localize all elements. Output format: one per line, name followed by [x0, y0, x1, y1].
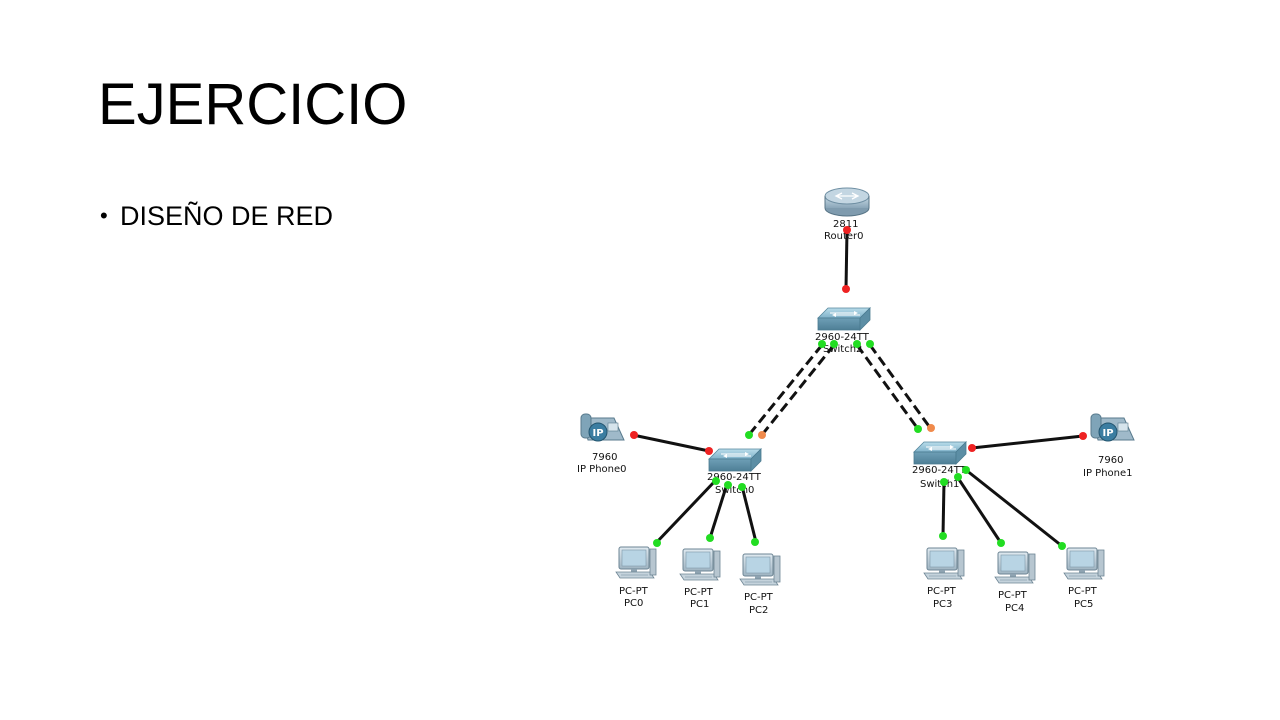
- link-switch2-switch0-b: [759, 344, 836, 437]
- pc3-name-label: PC3: [933, 599, 952, 610]
- link-switch2-switch1-b: [868, 344, 933, 430]
- router0-model-label: 2811: [833, 219, 858, 230]
- switch-icon: [913, 441, 967, 465]
- link-switch0-pc1: [708, 483, 729, 539]
- link-switch1-pc5: [965, 468, 1063, 548]
- pc0-model-label: PC-PT: [619, 586, 649, 597]
- phone1-name-label: IP Phone1: [1083, 468, 1133, 479]
- phone0-model-label: 7960: [592, 452, 617, 463]
- switch2[interactable]: 2960-24TT Switch2: [815, 307, 871, 355]
- pc3-model-label: PC-PT: [927, 586, 957, 597]
- link-router0-switch2: [844, 229, 849, 290]
- link-switch1-pc4: [956, 477, 1003, 544]
- port-light-up: [1058, 542, 1066, 550]
- switch-icon: [708, 448, 762, 472]
- link-phone1-switch1: [971, 434, 1084, 450]
- port-light-up: [738, 483, 746, 491]
- pc4[interactable]: PC-PT PC4: [994, 551, 1036, 614]
- router-icon: [824, 187, 870, 217]
- switch0-model-label: 2960-24TT: [707, 472, 762, 483]
- switch0-name-label: Switch0: [715, 485, 754, 496]
- port-light-up: [706, 534, 714, 542]
- pc-icon: [739, 553, 781, 586]
- pc1-name-label: PC1: [690, 599, 709, 610]
- pc0-name-label: PC0: [624, 598, 643, 609]
- bullet-text: DISEÑO DE RED: [120, 201, 334, 231]
- port-light-up: [997, 539, 1005, 547]
- link-switch1-pc3: [941, 481, 946, 537]
- port-light-up: [818, 340, 826, 348]
- link-switch0-pc0: [654, 479, 717, 545]
- port-light-down: [968, 444, 976, 452]
- port-light-up: [751, 538, 759, 546]
- pc1[interactable]: PC-PT PC1: [679, 548, 721, 610]
- pc5[interactable]: PC-PT PC5: [1063, 547, 1105, 610]
- switch2-model-label: 2960-24TT: [815, 332, 870, 343]
- port-light-up: [954, 473, 962, 481]
- pc-icon: [994, 551, 1036, 584]
- port-light-down: [1079, 432, 1087, 440]
- switch2-name-label: Switch2: [823, 344, 862, 355]
- pc4-name-label: PC4: [1005, 603, 1024, 614]
- port-light-up: [940, 478, 948, 486]
- router0-name-label: Router0: [824, 231, 864, 242]
- pc5-model-label: PC-PT: [1068, 586, 1098, 597]
- port-light-up: [830, 340, 838, 348]
- port-light-down: [705, 447, 713, 455]
- port-light-amber: [758, 431, 766, 439]
- port-light-up: [653, 539, 661, 547]
- switch1[interactable]: 2960-24TT Switch1: [912, 441, 967, 490]
- ip-phone1[interactable]: 7960 IP Phone1: [1083, 413, 1135, 479]
- port-light-amber: [927, 424, 935, 432]
- port-light-up: [724, 481, 732, 489]
- link-phone0-switch0: [632, 433, 710, 453]
- switch1-name-label: Switch1: [920, 479, 959, 490]
- link-switch2-switch1-a: [855, 344, 920, 430]
- pc1-model-label: PC-PT: [684, 587, 714, 598]
- phone1-model-label: 7960: [1098, 455, 1123, 466]
- port-light-up: [745, 431, 753, 439]
- port-light-down: [630, 431, 638, 439]
- phone0-name-label: IP Phone0: [577, 464, 627, 475]
- port-light-up: [853, 340, 861, 348]
- port-lights: [630, 226, 1087, 550]
- pc2[interactable]: PC-PT PC2: [739, 553, 781, 616]
- links: [632, 229, 1084, 548]
- port-light-up: [962, 466, 970, 474]
- link-switch0-pc2: [740, 485, 758, 543]
- bullet-list: • DISEÑO DE RED: [100, 196, 333, 236]
- pc-icon: [615, 546, 657, 579]
- switch0[interactable]: 2960-24TT Switch0: [707, 448, 762, 496]
- pc0[interactable]: PC-PT PC0: [615, 546, 657, 609]
- pc5-name-label: PC5: [1074, 599, 1093, 610]
- port-light-up: [712, 477, 720, 485]
- pc2-model-label: PC-PT: [744, 592, 774, 603]
- pc3[interactable]: PC-PT PC3: [923, 547, 965, 610]
- switch1-model-label: 2960-24TT: [912, 465, 967, 476]
- switch-icon: [817, 307, 871, 331]
- port-light-down: [842, 285, 850, 293]
- port-light-down: [843, 226, 851, 234]
- router0[interactable]: 2811 Router0: [824, 187, 870, 242]
- pc-icon: [679, 548, 721, 581]
- ip-phone0[interactable]: 7960 IP Phone0: [577, 413, 627, 475]
- ip-phone-icon: [1090, 413, 1135, 442]
- pc-icon: [1063, 547, 1105, 580]
- port-light-up: [914, 425, 922, 433]
- link-switch2-switch0-a: [746, 344, 824, 437]
- port-light-up: [939, 532, 947, 540]
- slide-title: EJERCICIO: [98, 72, 408, 137]
- ip-phone-icon: [580, 413, 625, 442]
- pc-icon: [923, 547, 965, 580]
- bullet-item: • DISEÑO DE RED: [100, 196, 333, 236]
- pc4-model-label: PC-PT: [998, 590, 1028, 601]
- bullet-marker: •: [100, 203, 108, 228]
- pc2-name-label: PC2: [749, 605, 768, 616]
- port-light-up: [866, 340, 874, 348]
